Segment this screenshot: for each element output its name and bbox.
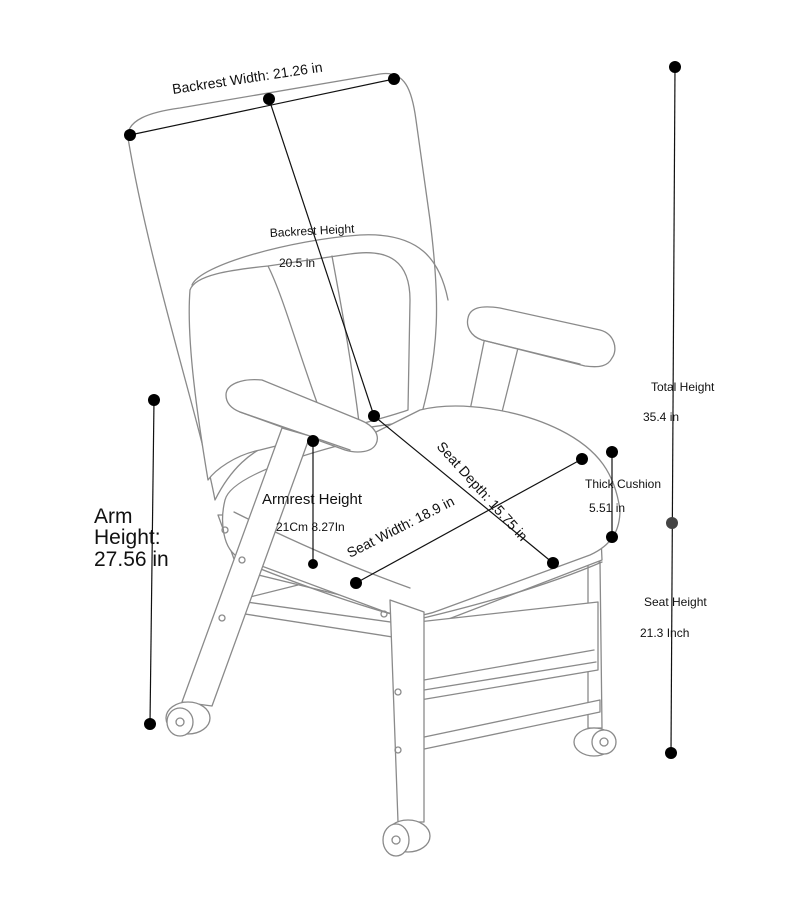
arm-height-line bbox=[149, 399, 155, 725]
right-armrest-pad bbox=[466, 306, 616, 368]
seat-width-line bbox=[355, 458, 583, 584]
leg-bolt bbox=[218, 614, 226, 622]
seat-depth-dot-front bbox=[547, 557, 559, 569]
left-arm-leg bbox=[181, 427, 311, 707]
left-armrest-pad bbox=[225, 379, 378, 453]
left-armrest-edge bbox=[239, 411, 351, 451]
total-height-dot-top bbox=[669, 61, 681, 73]
frame-bolt bbox=[221, 526, 229, 534]
total-height-dot-bottom bbox=[665, 747, 677, 759]
bottom-rail bbox=[409, 699, 601, 753]
seat-height-value: 21.3 Inch bbox=[640, 626, 689, 640]
lower-rail-line bbox=[423, 649, 597, 691]
thick-cushion-dot-bottom bbox=[606, 531, 618, 543]
front-right-caster bbox=[382, 819, 431, 857]
seat-depth-line bbox=[373, 415, 554, 564]
armrest-height-value: 21Cm 8.27In bbox=[276, 520, 345, 534]
seat-width-dot-left bbox=[350, 577, 362, 589]
armrest-height-title: Armrest Height bbox=[262, 491, 363, 508]
backrest-height-title: Backrest Height bbox=[269, 222, 355, 240]
arm-height-label-line3: 27.56 in bbox=[94, 548, 169, 571]
thick-cushion-value: 5.51 in bbox=[589, 501, 625, 515]
leg-bolt bbox=[238, 556, 246, 564]
backrest-width-dot-right bbox=[388, 73, 400, 85]
arm-height-label-line1: Arm bbox=[94, 505, 133, 528]
seat-depth-dot-back bbox=[368, 410, 380, 422]
rear-right-caster bbox=[573, 727, 617, 757]
backrest-height-value: 20.5 in bbox=[279, 256, 315, 270]
seat-width-dot-right bbox=[576, 453, 588, 465]
chair-illustration bbox=[127, 72, 621, 857]
backrest-width-line bbox=[129, 78, 395, 136]
right-armrest-edge bbox=[481, 339, 581, 365]
seat-height-title: Seat Height bbox=[644, 595, 707, 609]
measurement-lines bbox=[129, 66, 676, 754]
leg-bolt bbox=[380, 610, 388, 618]
leg-bolt bbox=[394, 746, 402, 754]
seat-height-dot-top bbox=[666, 517, 678, 529]
total-height-value: 35.4 in bbox=[643, 410, 679, 424]
total-height-line bbox=[670, 66, 676, 754]
total-height-title: Total Height bbox=[651, 380, 715, 394]
arm-height-label-line2: Height: bbox=[94, 526, 161, 549]
thick-cushion-title: Thick Cushion bbox=[585, 477, 661, 491]
front-right-leg bbox=[389, 599, 425, 823]
backrest-inner-panel bbox=[191, 234, 449, 301]
backrest-width-dot-left bbox=[124, 129, 136, 141]
arm-height-dot-top bbox=[148, 394, 160, 406]
front-left-caster bbox=[165, 701, 211, 737]
backrest-height-line bbox=[268, 98, 375, 417]
measurement-dots bbox=[124, 61, 681, 759]
leg-bolt bbox=[394, 688, 402, 696]
backrest-height-dot-top bbox=[263, 93, 275, 105]
armrest-height-dot-top bbox=[307, 435, 319, 447]
thick-cushion-dot-top bbox=[606, 446, 618, 458]
arm-height-dot-bottom bbox=[144, 718, 156, 730]
armrest-height-dot-bottom bbox=[308, 559, 318, 569]
